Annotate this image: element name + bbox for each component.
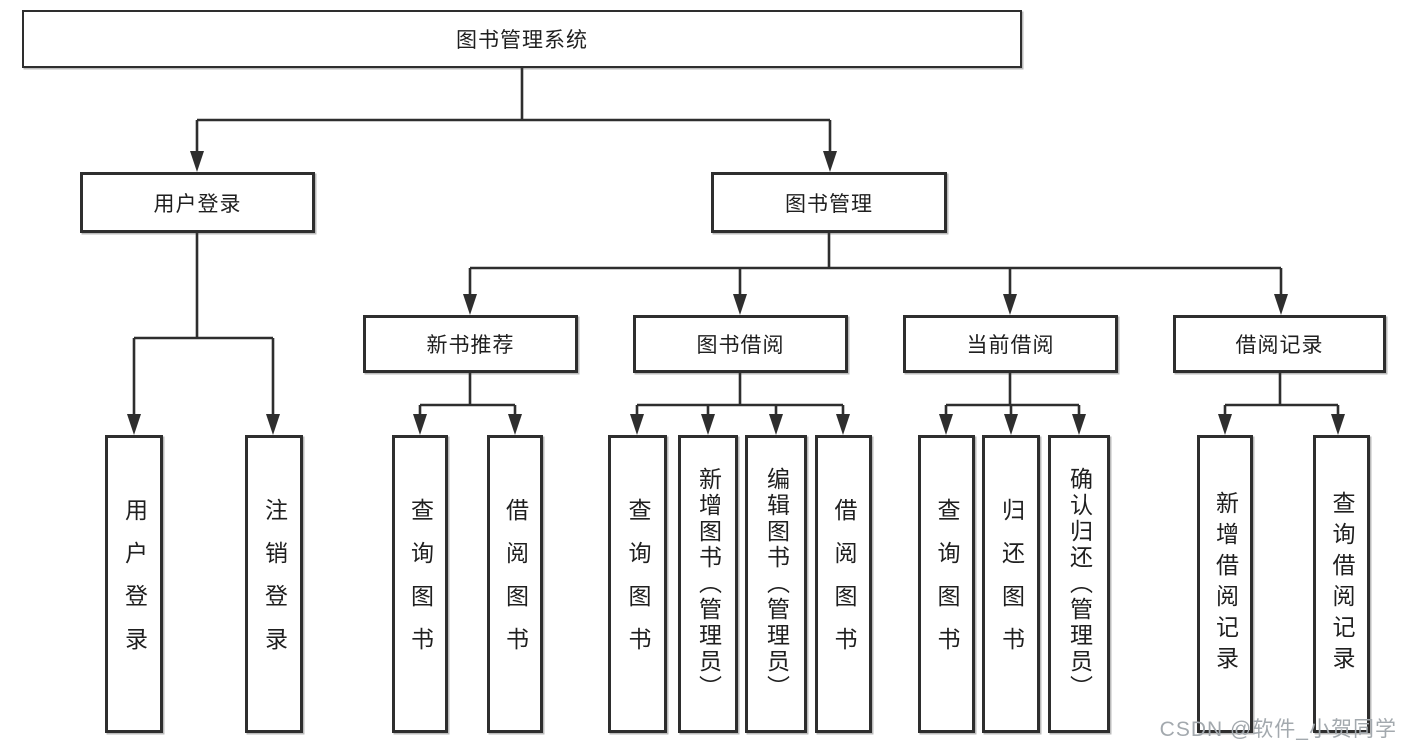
leaf-current-query-books-label: 查询图书	[934, 498, 960, 670]
leaf-add-borrow-record: 新增借阅记录	[1197, 435, 1253, 733]
csdn-watermark: CSDN @软件_小贺同学	[1159, 718, 1397, 741]
leaf-user-login-label: 用户登录	[121, 498, 148, 670]
leaf-confirm-return-admin: 确认归还（管理员）	[1048, 435, 1110, 733]
leaf-logout: 注销登录	[245, 435, 303, 733]
node-current-borrow-label: 当前借阅	[966, 334, 1055, 357]
leaf-logout-label: 注销登录	[261, 498, 288, 670]
leaf-edit-books-admin-label: 编辑图书（管理员）	[763, 467, 790, 701]
node-current-borrow: 当前借阅	[903, 315, 1118, 373]
leaf-borrow-books-label: 借阅图书	[831, 498, 857, 670]
leaf-borrow-query-books: 查询图书	[608, 435, 667, 733]
leaf-recommend-query-books: 查询图书	[392, 435, 448, 733]
leaf-query-borrow-record-label: 查询借阅记录	[1329, 491, 1355, 677]
node-new-book-recommend-label: 新书推荐	[426, 334, 515, 357]
node-book-borrow: 图书借阅	[633, 315, 848, 373]
leaf-current-query-books: 查询图书	[918, 435, 975, 733]
node-book-borrow-label: 图书借阅	[696, 334, 785, 357]
leaf-borrow-books: 借阅图书	[815, 435, 872, 733]
leaf-add-books-admin: 新增图书（管理员）	[678, 435, 738, 733]
leaf-edit-books-admin: 编辑图书（管理员）	[745, 435, 807, 733]
leaf-user-login: 用户登录	[105, 435, 163, 733]
leaf-return-books: 归还图书	[982, 435, 1040, 733]
arrowheads	[127, 151, 1345, 435]
node-library-system: 图书管理系统	[22, 10, 1022, 68]
leaf-recommend-borrow-books: 借阅图书	[487, 435, 543, 733]
node-new-book-recommend: 新书推荐	[363, 315, 578, 373]
node-book-management: 图书管理	[711, 172, 947, 233]
node-user-login-label: 用户登录	[153, 192, 242, 216]
node-library-system-label: 图书管理系统	[456, 29, 588, 52]
node-borrow-records: 借阅记录	[1173, 315, 1386, 373]
leaf-return-books-label: 归还图书	[998, 498, 1025, 670]
leaf-borrow-query-books-label: 查询图书	[625, 498, 651, 670]
leaf-add-books-admin-label: 新增图书（管理员）	[695, 467, 722, 701]
leaf-query-borrow-record: 查询借阅记录	[1313, 435, 1370, 733]
leaf-add-borrow-record-label: 新增借阅记录	[1212, 491, 1239, 677]
leaf-recommend-query-books-label: 查询图书	[407, 498, 434, 670]
node-borrow-records-label: 借阅记录	[1235, 334, 1324, 357]
leaf-confirm-return-admin-label: 确认归还（管理员）	[1066, 467, 1093, 701]
node-user-login: 用户登录	[80, 172, 315, 233]
leaf-recommend-borrow-books-label: 借阅图书	[502, 498, 529, 670]
node-book-management-label: 图书管理	[785, 192, 873, 216]
